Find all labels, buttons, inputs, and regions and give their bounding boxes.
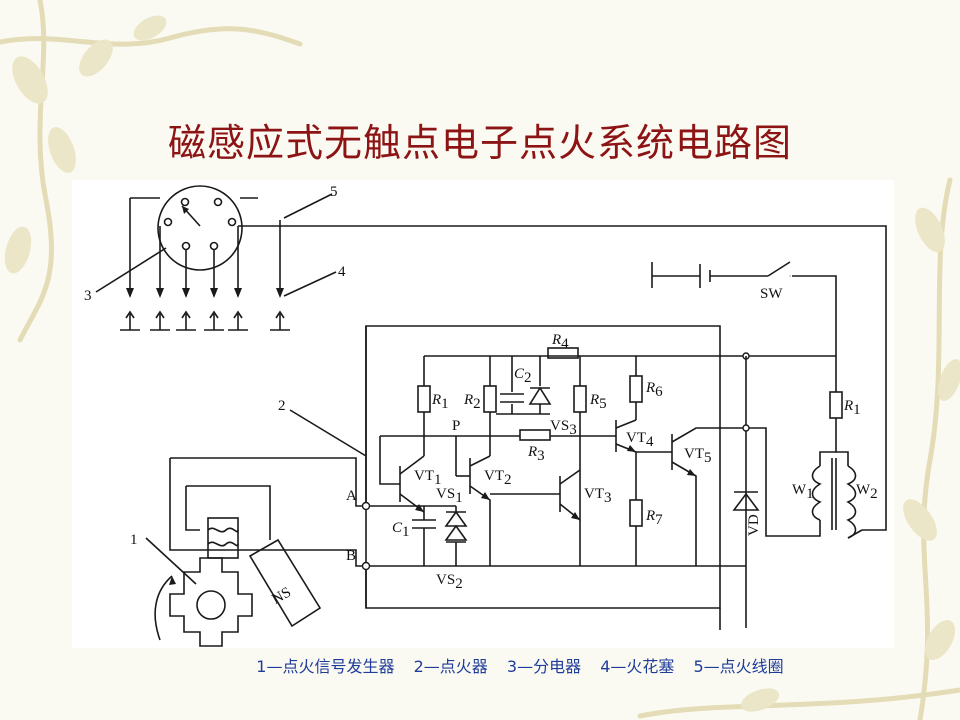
battery xyxy=(651,262,768,288)
w1-label: W1 xyxy=(792,482,814,502)
resistor-r1-coil xyxy=(829,391,843,419)
r4-label: R4 xyxy=(551,332,569,352)
transistor-vt5 xyxy=(636,427,746,566)
w2-label: W2 xyxy=(856,482,878,502)
r5-label: R5 xyxy=(589,392,607,412)
legend-item-5: 5—点火线圈 xyxy=(693,657,784,676)
vd-label: VD xyxy=(746,514,762,536)
transistor-vt1 xyxy=(379,436,425,513)
transistor-vt4 xyxy=(615,419,637,453)
resistor-r4 xyxy=(547,347,579,359)
spark-plug-grounds xyxy=(120,310,290,331)
r1b-label: R1 xyxy=(843,398,861,418)
terminal-a-label: A xyxy=(346,488,357,504)
r6-label: R6 xyxy=(645,380,663,400)
legend-item-4: 4—火花塞 xyxy=(600,657,675,676)
page-title: 磁感应式无触点电子点火系统电路图 xyxy=(167,121,792,165)
diode-vd xyxy=(732,491,760,511)
vt1-label: VT1 xyxy=(414,468,442,488)
resistor-r6 xyxy=(629,375,643,403)
transistor-vt3 xyxy=(490,469,581,521)
callout-5: 5 xyxy=(330,184,338,200)
ignition-circuit-diagram: 3 5 4 2 1 SW R1 W1 W2 R4 R1 xyxy=(84,184,887,647)
terminal-b-label: B xyxy=(346,548,356,564)
callout-3: 3 xyxy=(84,288,92,304)
vt5-label: VT5 xyxy=(684,446,712,466)
legend-item-3: 3—分电器 xyxy=(506,657,582,676)
r2-label: R2 xyxy=(463,392,481,412)
resistor-r7 xyxy=(629,499,643,527)
c1-label: C1 xyxy=(392,520,410,540)
transistor-vt2 xyxy=(456,455,491,566)
switch-label: SW xyxy=(760,286,783,302)
legend-item-1: 1—点火信号发生器 xyxy=(256,657,395,676)
r3-label: R3 xyxy=(527,444,545,464)
spark-plugs xyxy=(126,288,284,298)
ignition-switch xyxy=(767,261,837,392)
terminal-p-label: P xyxy=(452,418,460,434)
resistor-r5 xyxy=(573,385,587,413)
r7-label: R7 xyxy=(645,508,663,528)
resistor-r2 xyxy=(483,385,497,413)
legend: 1—点火信号发生器 2—点火器 3—分电器 4—火花塞 5—点火线圈 xyxy=(0,653,960,677)
legend-item-2: 2—点火器 xyxy=(413,657,488,676)
vt3-label: VT3 xyxy=(584,486,612,506)
callout-4: 4 xyxy=(338,264,346,280)
vs3-label: VS3 xyxy=(550,418,577,438)
resistor-r1 xyxy=(417,385,431,413)
pickup-coil xyxy=(207,517,239,559)
distributor xyxy=(157,185,243,271)
vs2-label: VS2 xyxy=(436,572,463,592)
capacitor-c1 xyxy=(412,506,436,566)
magnet-label: NS xyxy=(269,584,294,607)
callout-1: 1 xyxy=(130,532,138,548)
r1-label: R1 xyxy=(431,392,449,412)
zener-diodes-vs1-vs2 xyxy=(444,506,468,566)
magnet-ns xyxy=(248,538,322,628)
zener-diode-c2 xyxy=(528,356,552,414)
vt4-label: VT4 xyxy=(626,430,654,450)
vt2-label: VT2 xyxy=(484,468,512,488)
circuit-diagram-panel: 3 5 4 2 1 SW R1 W1 W2 R4 R1 xyxy=(72,180,894,648)
capacitor-c2 xyxy=(500,356,524,414)
resistor-r3 xyxy=(519,429,551,441)
c2-label: C2 xyxy=(514,366,532,386)
callout-2: 2 xyxy=(278,398,286,414)
ignition-coil xyxy=(811,458,857,539)
reluctor-wheel xyxy=(154,557,253,647)
vs1-label: VS1 xyxy=(436,486,463,506)
